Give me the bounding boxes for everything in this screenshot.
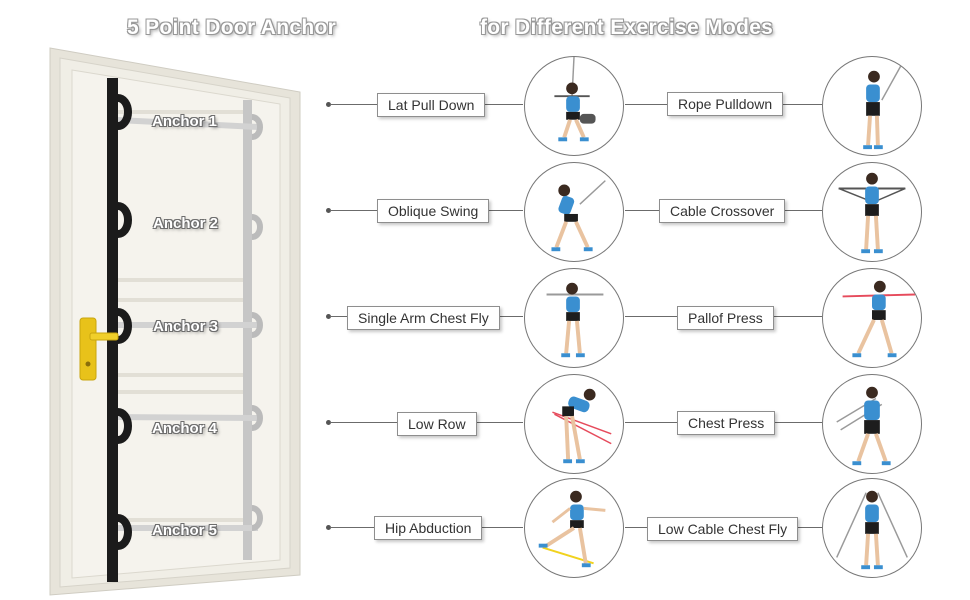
oblique-swing-illustration	[524, 162, 624, 262]
connector-dot	[326, 314, 331, 319]
low-row-label: Low Row	[397, 412, 477, 436]
hip-abduction-label: Hip Abduction	[374, 516, 483, 540]
connector-dot	[326, 420, 331, 425]
lat-pull-down-illustration	[524, 56, 624, 156]
low-cable-chest-fly-label: Low Cable Chest Fly	[647, 517, 799, 541]
anchor-1-label: Anchor 1	[152, 113, 218, 130]
cable-crossover-illustration	[822, 162, 922, 262]
single-arm-chest-fly-label: Single Arm Chest Fly	[347, 306, 500, 330]
door-anchor-heading: 5 Point Door Anchor	[127, 16, 337, 39]
lat-pull-down-label: Lat Pull Down	[377, 93, 486, 117]
chest-press-illustration	[822, 374, 922, 474]
anchor-4-label: Anchor 4	[152, 420, 218, 437]
anchor-5-label: Anchor 5	[152, 522, 218, 539]
connector-dot	[326, 208, 331, 213]
anchor-2-label: Anchor 2	[153, 215, 219, 232]
connector-dot	[326, 102, 331, 107]
exercise-modes-heading: for Different Exercise Modes	[480, 16, 774, 39]
anchor-3-label: Anchor 3	[153, 318, 219, 335]
low-cable-chest-fly-illustration	[822, 478, 922, 578]
oblique-swing-label: Oblique Swing	[377, 199, 490, 223]
low-row-illustration	[524, 374, 624, 474]
rope-pulldown-illustration	[822, 56, 922, 156]
pallof-press-label: Pallof Press	[677, 306, 774, 330]
connector-dot	[326, 525, 331, 530]
single-arm-chest-fly-illustration	[524, 268, 624, 368]
pallof-press-illustration	[822, 268, 922, 368]
chest-press-label: Chest Press	[677, 411, 776, 435]
cable-crossover-label: Cable Crossover	[659, 199, 786, 223]
rope-pulldown-label: Rope Pulldown	[667, 92, 784, 116]
door-illustration	[49, 47, 301, 596]
hip-abduction-illustration	[524, 478, 624, 578]
